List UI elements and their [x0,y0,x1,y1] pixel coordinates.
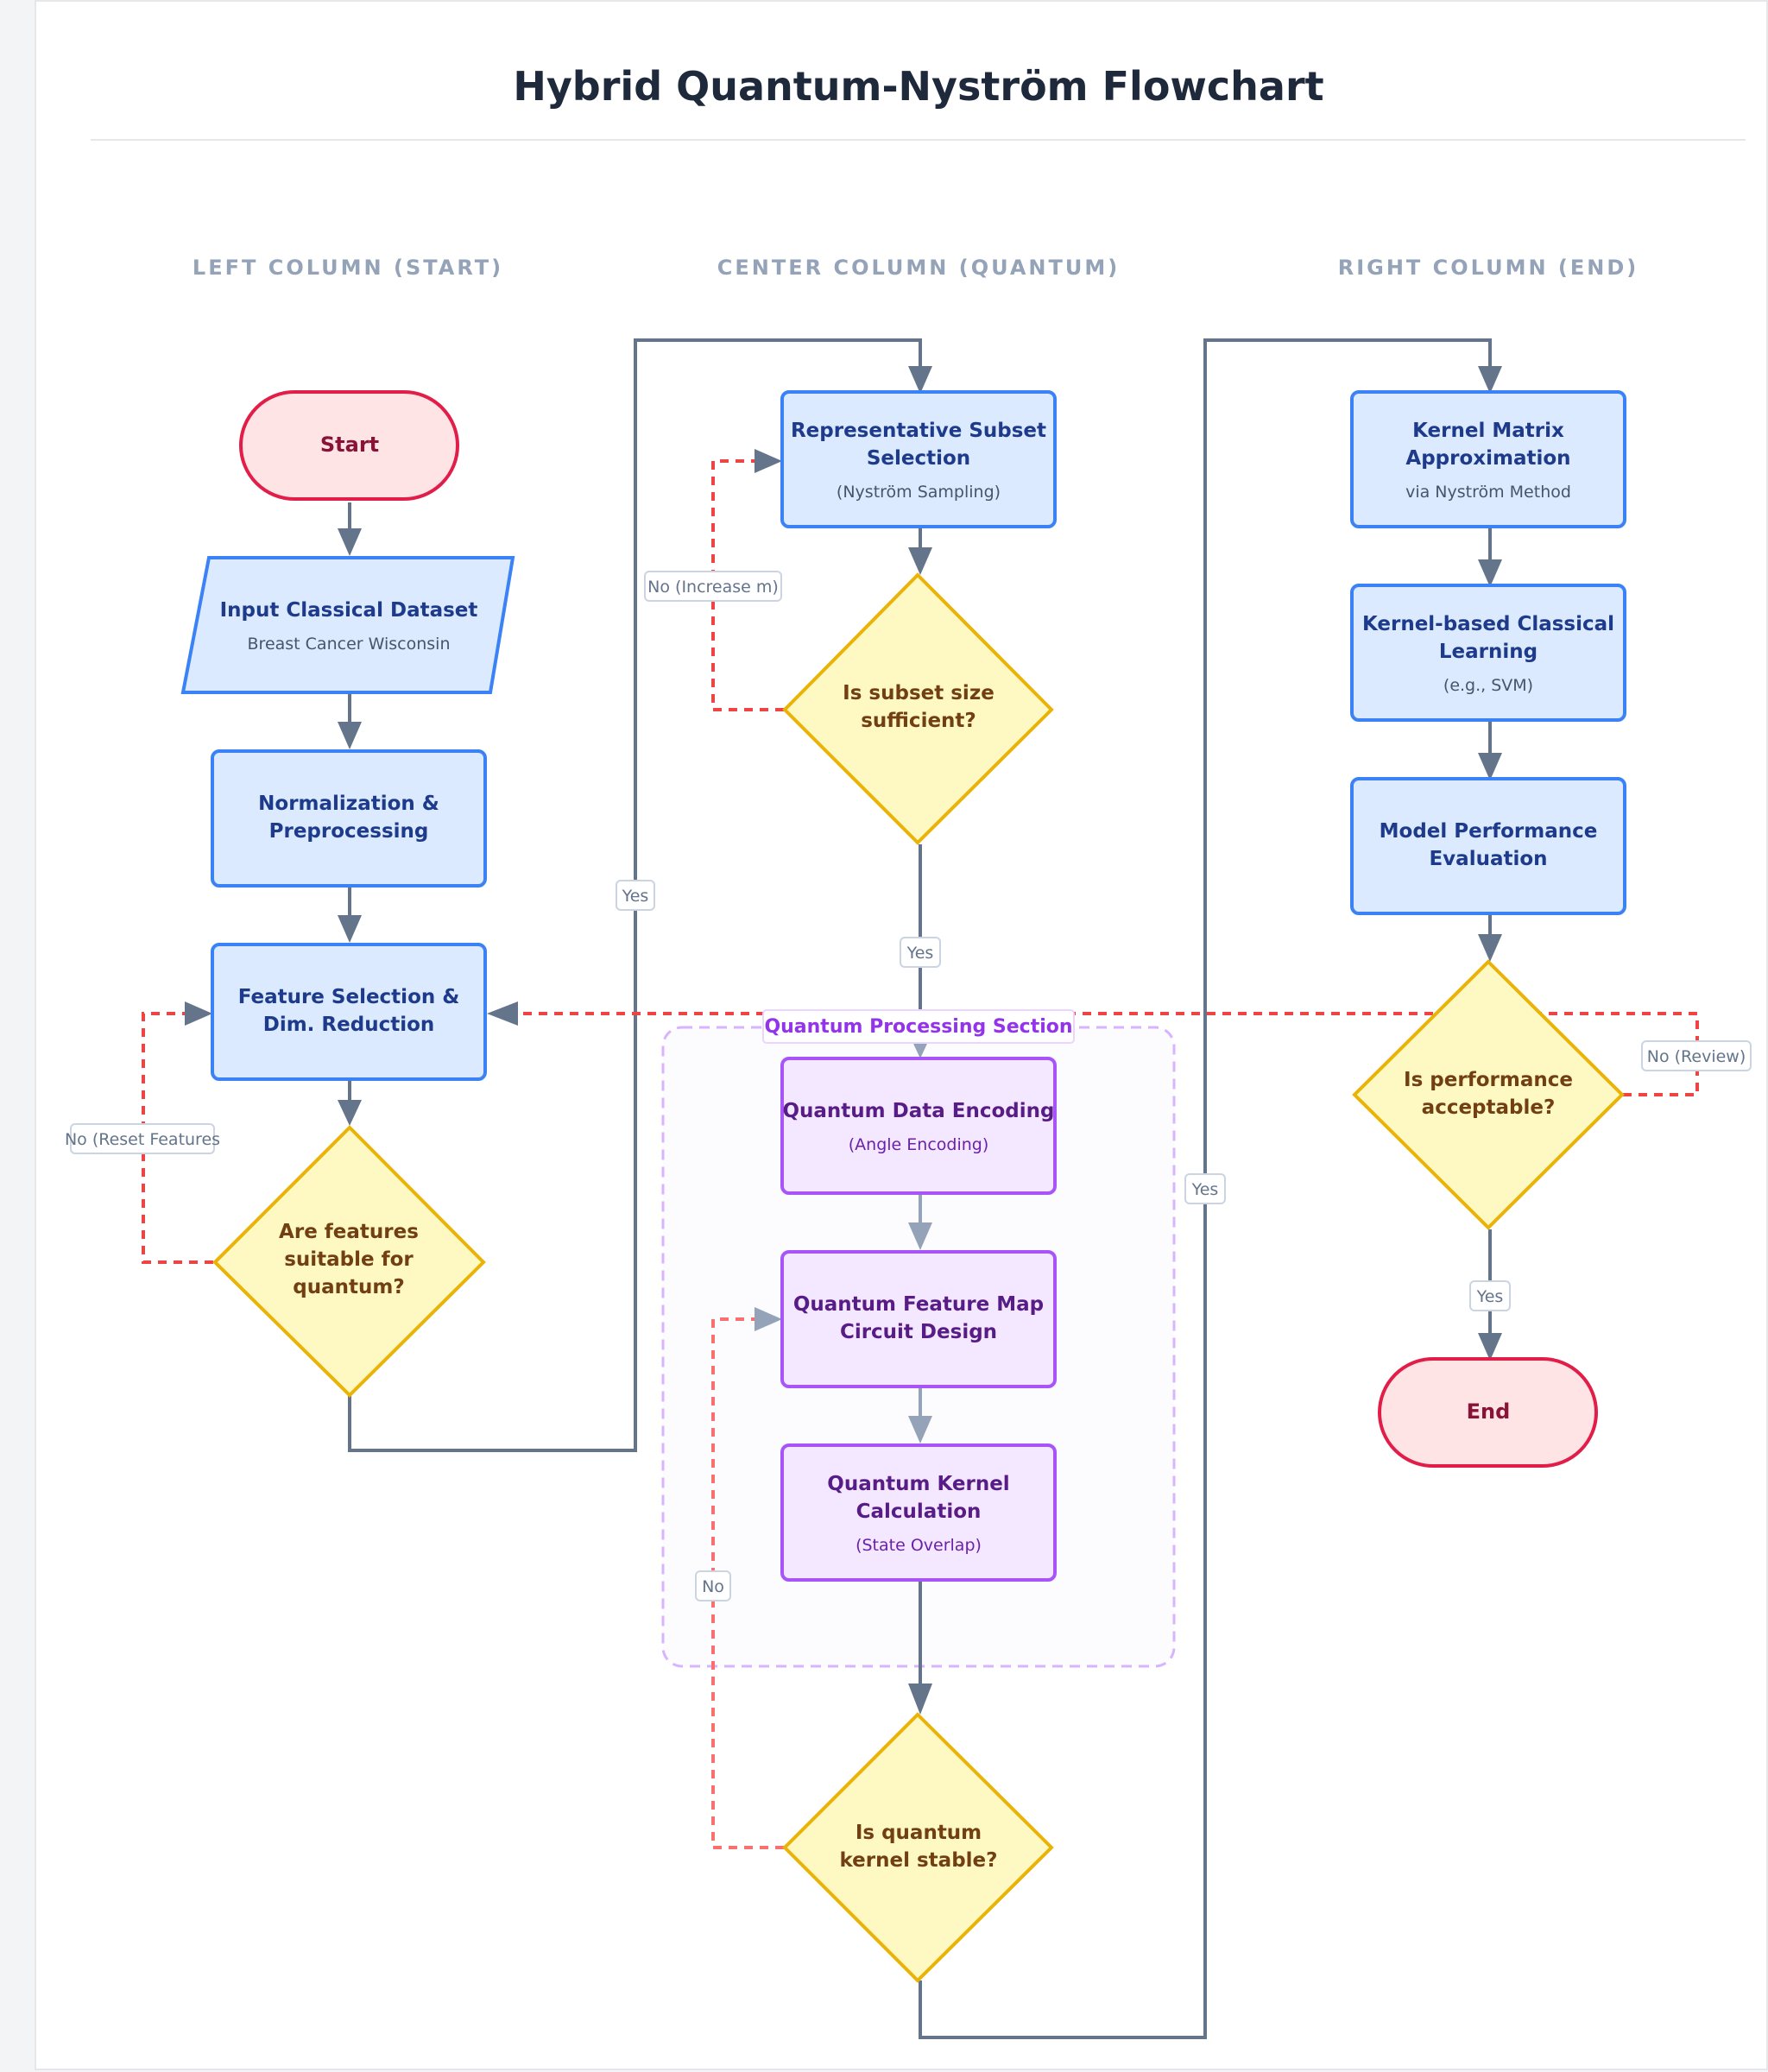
column-header-left: LEFT COLUMN (START) [193,256,503,280]
svg-text:Circuit Design: Circuit Design [840,1321,997,1343]
node-feature-selection[interactable]: Feature Selection & Dim. Reduction [211,943,487,1081]
svg-text:Are features: Are features [279,1221,419,1243]
edge-kma-kcl-head [1478,559,1502,587]
node-subset-selection[interactable]: Representative Subset Selection (Nyström… [780,390,1057,528]
svg-text:Quantum Kernel: Quantum Kernel [827,1473,1009,1495]
svg-text:Kernel Matrix: Kernel Matrix [1412,420,1564,442]
svg-text:via Nyström Method: via Nyström Method [1405,483,1571,502]
svg-text:sufficient?: sufficient? [861,710,976,732]
page-title: Hybrid Quantum-Nyström Flowchart [513,63,1323,110]
edge-subset-no-head [755,449,782,473]
edge-kcl-eval-head [1478,753,1502,780]
svg-text:Feature Selection &: Feature Selection & [238,986,460,1008]
label-no-increase-m: No (Increase m) [644,571,782,602]
node-model-evaluation[interactable]: Model Performance Evaluation [1350,777,1626,915]
edge-stable-yes-head [1478,366,1502,394]
label-no-reset-features: No (Reset Features [65,1123,220,1154]
svg-text:Kernel-based Classical: Kernel-based Classical [1362,613,1614,635]
edge-features-no-head [185,1001,212,1026]
svg-text:Learning: Learning [1439,641,1538,663]
svg-text:Yes: Yes [622,887,649,906]
column-header-right: RIGHT COLUMN (END) [1338,256,1639,280]
svg-text:acceptable?: acceptable? [1422,1096,1556,1119]
edge-perf-yes-head [1478,1333,1502,1361]
svg-text:Start: Start [320,433,379,457]
node-kernel-matrix-approx[interactable]: Kernel Matrix Approximation via Nyström … [1350,390,1626,528]
svg-text:(Nyström Sampling): (Nyström Sampling) [837,483,1001,502]
svg-text:No (Reset Features: No (Reset Features [65,1130,220,1149]
svg-text:Yes: Yes [906,944,934,963]
svg-text:No (Review): No (Review) [1647,1047,1746,1066]
edge-eval-decision-head [1478,934,1502,962]
svg-text:Yes: Yes [1476,1287,1504,1306]
svg-text:Calculation: Calculation [856,1500,982,1523]
svg-text:Yes: Yes [1191,1180,1219,1199]
node-quantum-encoding[interactable]: Quantum Data Encoding (Angle Encoding) [780,1057,1057,1195]
svg-text:Breast Cancer Wisconsin: Breast Cancer Wisconsin [248,635,451,654]
svg-text:(Angle Encoding): (Angle Encoding) [849,1135,989,1154]
svg-text:Evaluation: Evaluation [1429,848,1547,870]
svg-text:quantum?: quantum? [293,1276,404,1298]
label-no-stable: No [695,1570,731,1601]
edge-features-yes-head [908,366,932,394]
label-no-review: No (Review) [1641,1040,1752,1071]
edge-subset-decision-head [908,547,932,575]
node-quantum-feature-map[interactable]: Quantum Feature Map Circuit Design [780,1250,1057,1388]
svg-text:Normalization &: Normalization & [258,793,439,815]
decision-kernel-stable[interactable]: Is quantum kernel stable? [782,1712,1054,1983]
label-yes-perf: Yes [1469,1280,1511,1311]
svg-text:suitable for: suitable for [284,1248,414,1271]
edge-featuremap-kernel-head [908,1416,932,1443]
edge-perf-no-review-head [487,1001,518,1026]
quantum-section-label: Quantum Processing Section [762,1009,1075,1044]
svg-text:Model Performance: Model Performance [1380,820,1598,843]
edge-kernel-stable-head [908,1684,932,1715]
svg-text:Selection: Selection [867,447,970,470]
svg-text:Is subset size: Is subset size [843,682,994,704]
node-normalization[interactable]: Normalization & Preprocessing [211,749,487,888]
decision-subset-sufficient[interactable]: Is subset size sufficient? [782,572,1054,845]
svg-text:Quantum Data Encoding: Quantum Data Encoding [782,1100,1054,1122]
edge-norm-feat-head [338,915,362,943]
svg-text:No (Increase m): No (Increase m) [647,578,779,597]
edge-feat-decision-head [338,1100,362,1126]
svg-text:Approximation: Approximation [1405,447,1570,470]
node-quantum-kernel[interactable]: Quantum Kernel Calculation (State Overla… [780,1443,1057,1582]
node-end[interactable]: End [1378,1357,1598,1468]
svg-text:(e.g., SVM): (e.g., SVM) [1443,676,1533,695]
svg-text:Is quantum: Is quantum [856,1822,982,1844]
svg-text:Quantum Processing Section: Quantum Processing Section [764,1016,1072,1038]
edge-encoding-featuremap-head [908,1222,932,1250]
node-start[interactable]: Start [239,390,459,501]
svg-text:(State Overlap): (State Overlap) [856,1536,982,1555]
edge-start-input-head [338,528,362,556]
svg-text:kernel stable?: kernel stable? [840,1849,998,1872]
label-yes-stable: Yes [1184,1173,1226,1204]
node-input-dataset[interactable]: Input Classical Dataset Breast Cancer Wi… [180,556,515,694]
label-yes-left: Yes [616,880,655,911]
svg-text:Dim. Reduction: Dim. Reduction [263,1014,435,1036]
edge-input-norm-head [338,722,362,749]
svg-text:Quantum Feature Map: Quantum Feature Map [793,1293,1044,1316]
node-kernel-classical-learning[interactable]: Kernel-based Classical Learning (e.g., S… [1350,584,1626,722]
decision-performance-acceptable[interactable]: Is performance acceptable? [1352,959,1625,1230]
svg-text:Representative Subset: Representative Subset [791,420,1046,442]
label-yes-subset: Yes [900,937,941,968]
svg-text:No: No [702,1577,724,1596]
svg-text:End: End [1467,1399,1511,1424]
svg-text:Input Classical Dataset: Input Classical Dataset [220,599,478,622]
svg-text:Is performance: Is performance [1404,1069,1573,1091]
column-header-center: CENTER COLUMN (QUANTUM) [717,256,1120,280]
edge-stable-no-head [755,1307,782,1331]
decision-features-suitable[interactable]: Are features suitable for quantum? [212,1125,486,1398]
svg-text:Preprocessing: Preprocessing [269,820,429,843]
